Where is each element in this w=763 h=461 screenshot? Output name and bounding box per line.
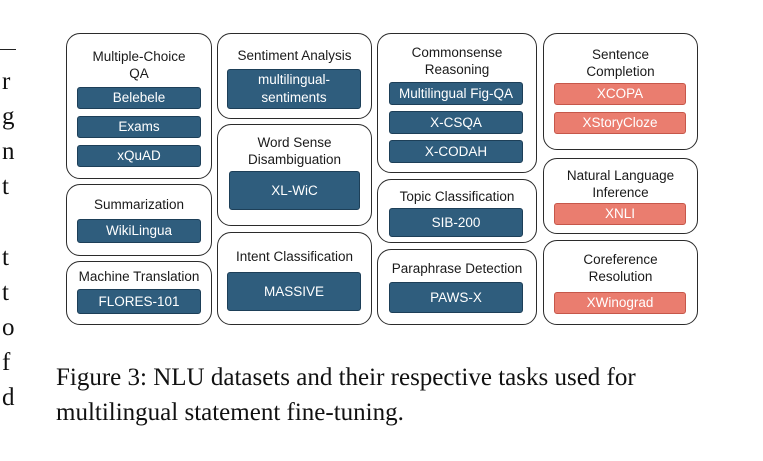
adjacent-column-char: t [2, 279, 9, 306]
dataset-chip: SIB-200 [389, 208, 523, 237]
task-box-sentiment: Sentiment Analysis multilingual-sentimen… [217, 33, 372, 119]
task-title: Intent Classification [235, 249, 354, 264]
task-title: Natural Language Inference [566, 168, 675, 200]
adjacent-column-char: n [2, 138, 15, 165]
adjacent-column-char: g [2, 103, 15, 130]
task-title: Paraphrase Detection [391, 261, 523, 276]
task-box-sentence-completion: Sentence Completion XCOPA XStoryCloze [543, 33, 698, 150]
dataset-chip: xQuAD [77, 145, 201, 167]
task-box-summarization: Summarization WikiLingua [66, 184, 212, 256]
adjacent-column-fragment: r g n t t t o f d [0, 0, 22, 461]
dataset-chip: Multilingual Fig-QA [389, 82, 523, 105]
task-title: Coreference Resolution [583, 252, 658, 284]
task-title: Word Sense Disambiguation [247, 135, 342, 167]
dataset-chip: PAWS-X [389, 282, 523, 313]
task-box-machine-translation: Machine Translation FLORES-101 [66, 261, 212, 325]
dataset-chip: WikiLingua [77, 219, 201, 243]
task-title: Topic Classification [399, 189, 515, 204]
dataset-chip: FLORES-101 [77, 289, 201, 314]
dataset-chip: X-CSQA [389, 111, 523, 134]
adjacent-column-char: r [2, 68, 11, 95]
adjacent-column-char: t [2, 244, 9, 271]
task-title: Summarization [93, 197, 185, 212]
dataset-chip: Belebele [77, 87, 201, 109]
task-box-mcqa: Multiple-Choice QA Belebele Exams xQuAD [66, 33, 212, 179]
dataset-chip: XL-WiC [229, 171, 360, 210]
task-box-commonsense: Commonsense Reasoning Multilingual Fig-Q… [377, 33, 537, 173]
dataset-chip: multilingual-sentiments [227, 69, 361, 109]
dataset-chip: X-CODAH [389, 140, 523, 163]
task-box-paraphrase: Paraphrase Detection PAWS-X [377, 249, 537, 325]
adjacent-column-char: f [2, 349, 11, 376]
adjacent-column-char: d [2, 384, 15, 411]
dataset-chip: XWinograd [554, 292, 686, 314]
dataset-chip: XStoryCloze [554, 112, 686, 134]
dataset-chip: XNLI [554, 203, 686, 225]
task-box-topic: Topic Classification SIB-200 [377, 179, 537, 243]
task-box-intent: Intent Classification MASSIVE [217, 232, 372, 325]
task-title: Sentiment Analysis [237, 48, 352, 63]
task-box-nli: Natural Language Inference XNLI [543, 158, 698, 234]
task-box-wsd: Word Sense Disambiguation XL-WiC [217, 124, 372, 226]
figure-caption: Figure 3: NLU datasets and their respect… [56, 364, 636, 426]
dataset-chip: MASSIVE [227, 272, 361, 311]
task-title: Multiple-Choice QA [92, 49, 186, 81]
task-title: Machine Translation [78, 269, 200, 284]
dataset-chip: XCOPA [554, 83, 686, 105]
task-title: Commonsense Reasoning [411, 45, 503, 77]
dataset-chip: Exams [77, 116, 201, 138]
adjacent-column-rule [0, 49, 16, 50]
adjacent-column-char: t [2, 173, 9, 200]
task-title: Sentence Completion [586, 47, 655, 79]
adjacent-column-char: o [2, 314, 15, 341]
task-box-coreference: Coreference Resolution XWinograd [543, 240, 698, 325]
